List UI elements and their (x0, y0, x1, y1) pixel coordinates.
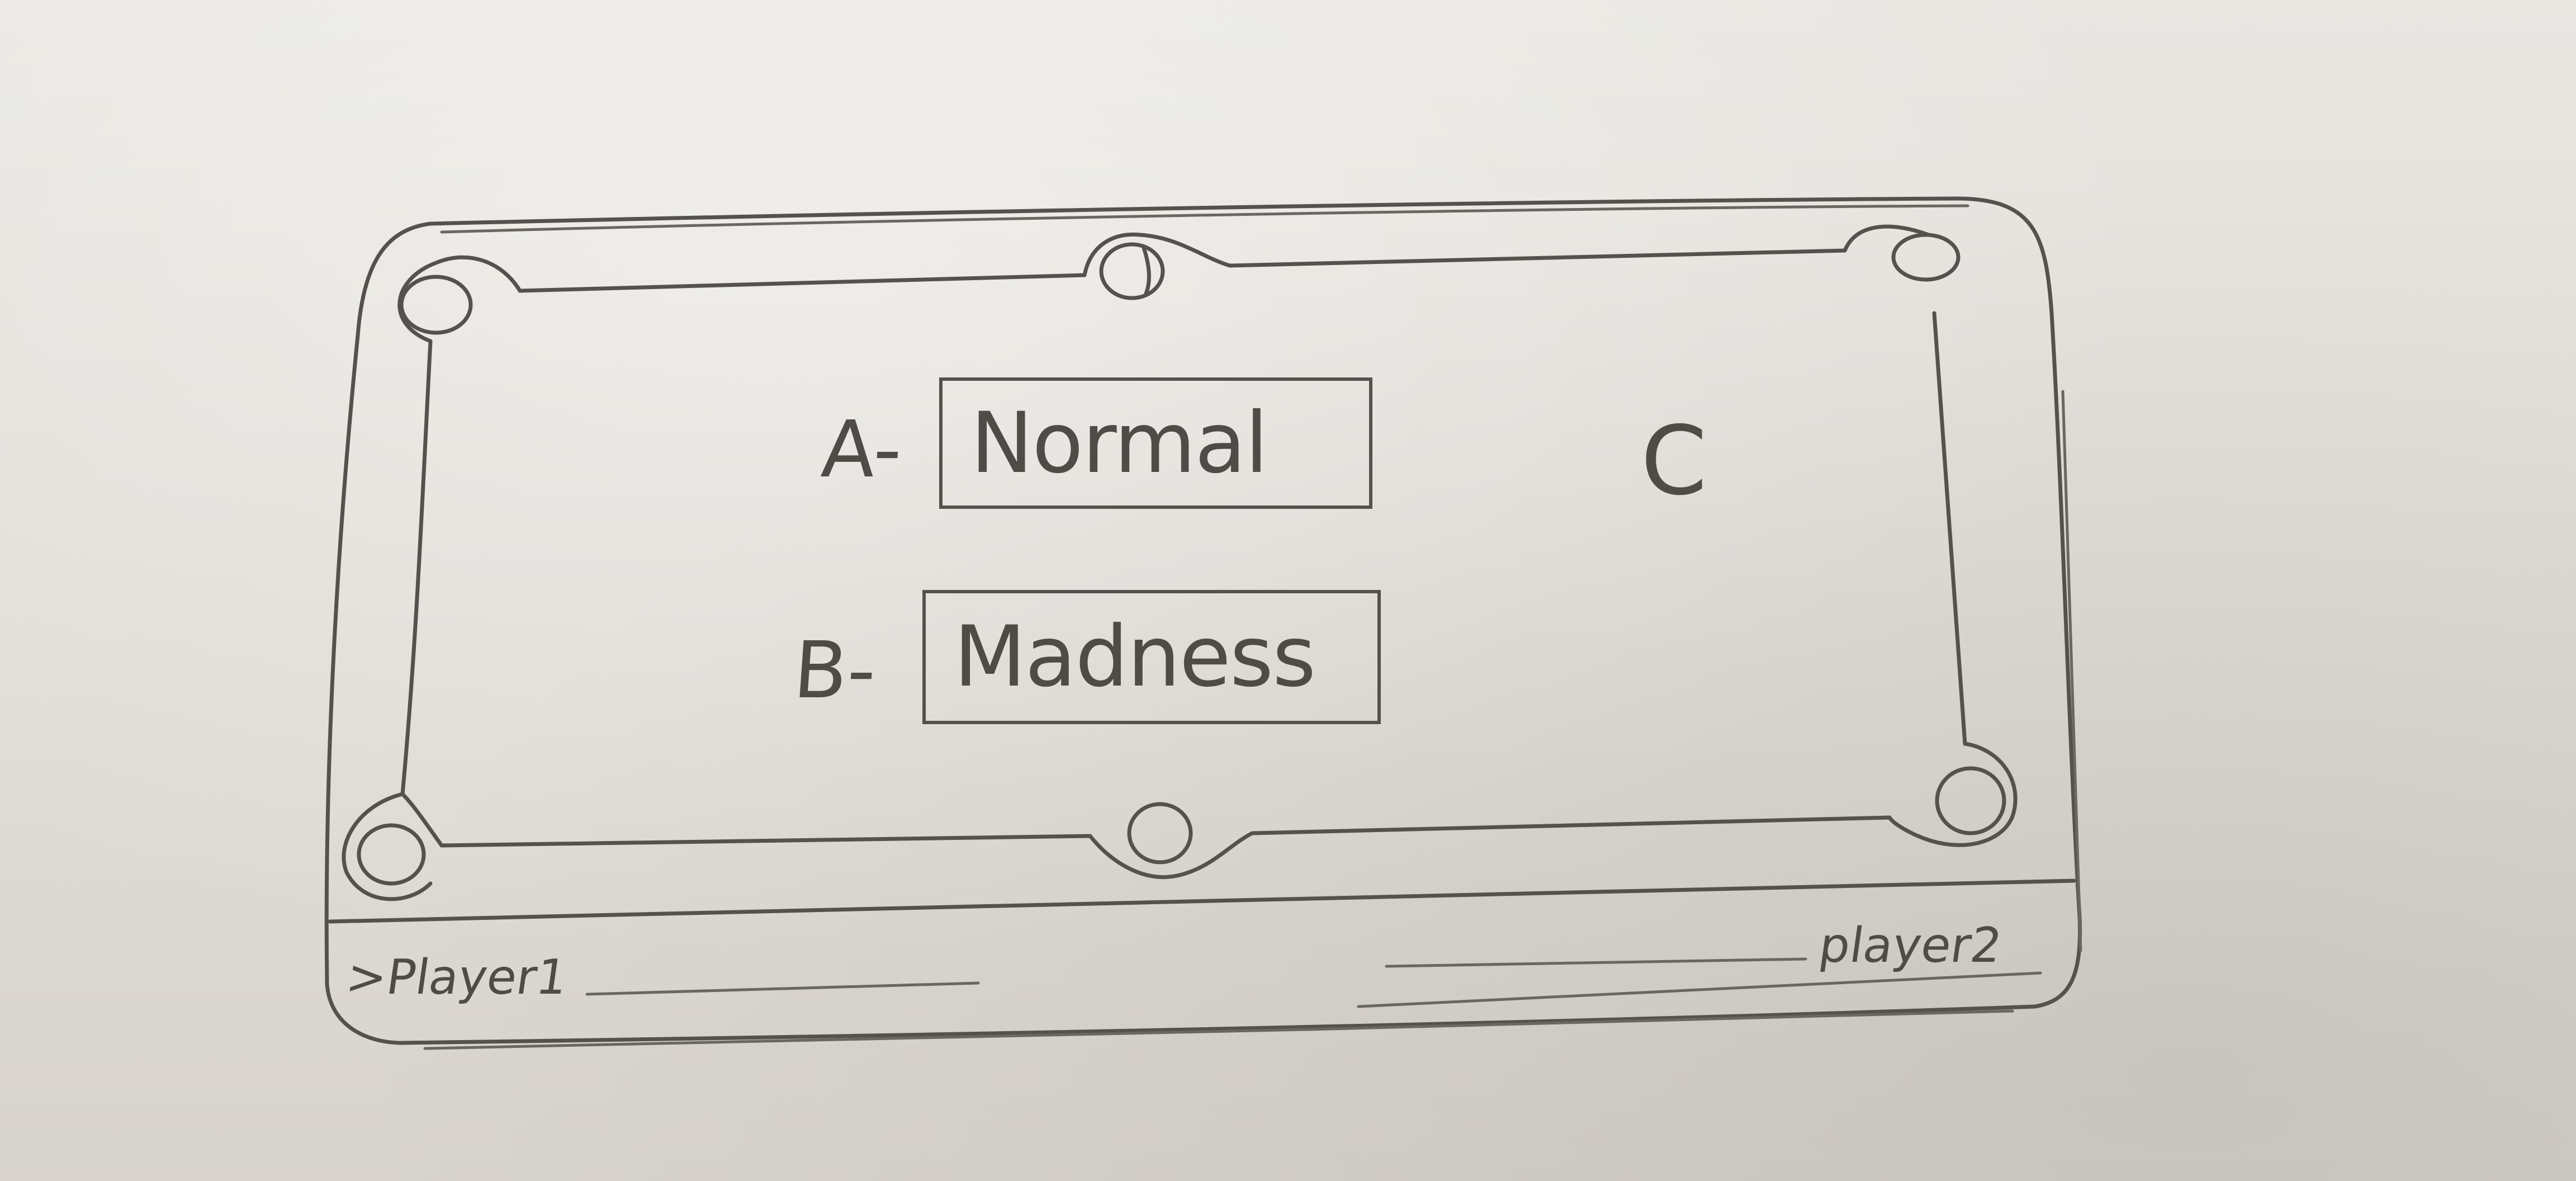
player1-name: Player1 (383, 949, 571, 1005)
pocket-top-right (1891, 233, 1961, 282)
footer-divider (328, 878, 2076, 924)
option-b-key: B- (790, 625, 879, 716)
table-top-rail-left (518, 273, 1087, 293)
player2-line (1385, 957, 1807, 968)
pocket-bottom-right (1935, 766, 2006, 835)
option-a-key: A- (818, 404, 905, 495)
normal-mode-button[interactable]: Normal (939, 377, 1372, 509)
pocket-top-middle (1099, 242, 1165, 300)
table-top-rail-right (1228, 248, 1847, 268)
pocket-top-left (399, 275, 473, 335)
table-left-rail (400, 339, 433, 796)
player2-name: player2 (1815, 918, 2006, 974)
pocket-bottom-middle (1127, 802, 1193, 865)
table-bottom-rail-right (1250, 815, 1892, 835)
pocket-bottom-left (357, 823, 426, 886)
player1-line (585, 981, 980, 996)
table-right-rail (1932, 311, 1967, 746)
table-bottom-rail-left (439, 834, 1092, 848)
option-c[interactable]: C (1641, 406, 1707, 517)
player1-indicator: >Player1 (343, 949, 571, 1005)
normal-mode-label: Normal (970, 394, 1268, 492)
table-outer-frame (324, 196, 2082, 1045)
madness-mode-button[interactable]: Madness (922, 590, 1381, 724)
madness-mode-label: Madness (954, 608, 1316, 706)
